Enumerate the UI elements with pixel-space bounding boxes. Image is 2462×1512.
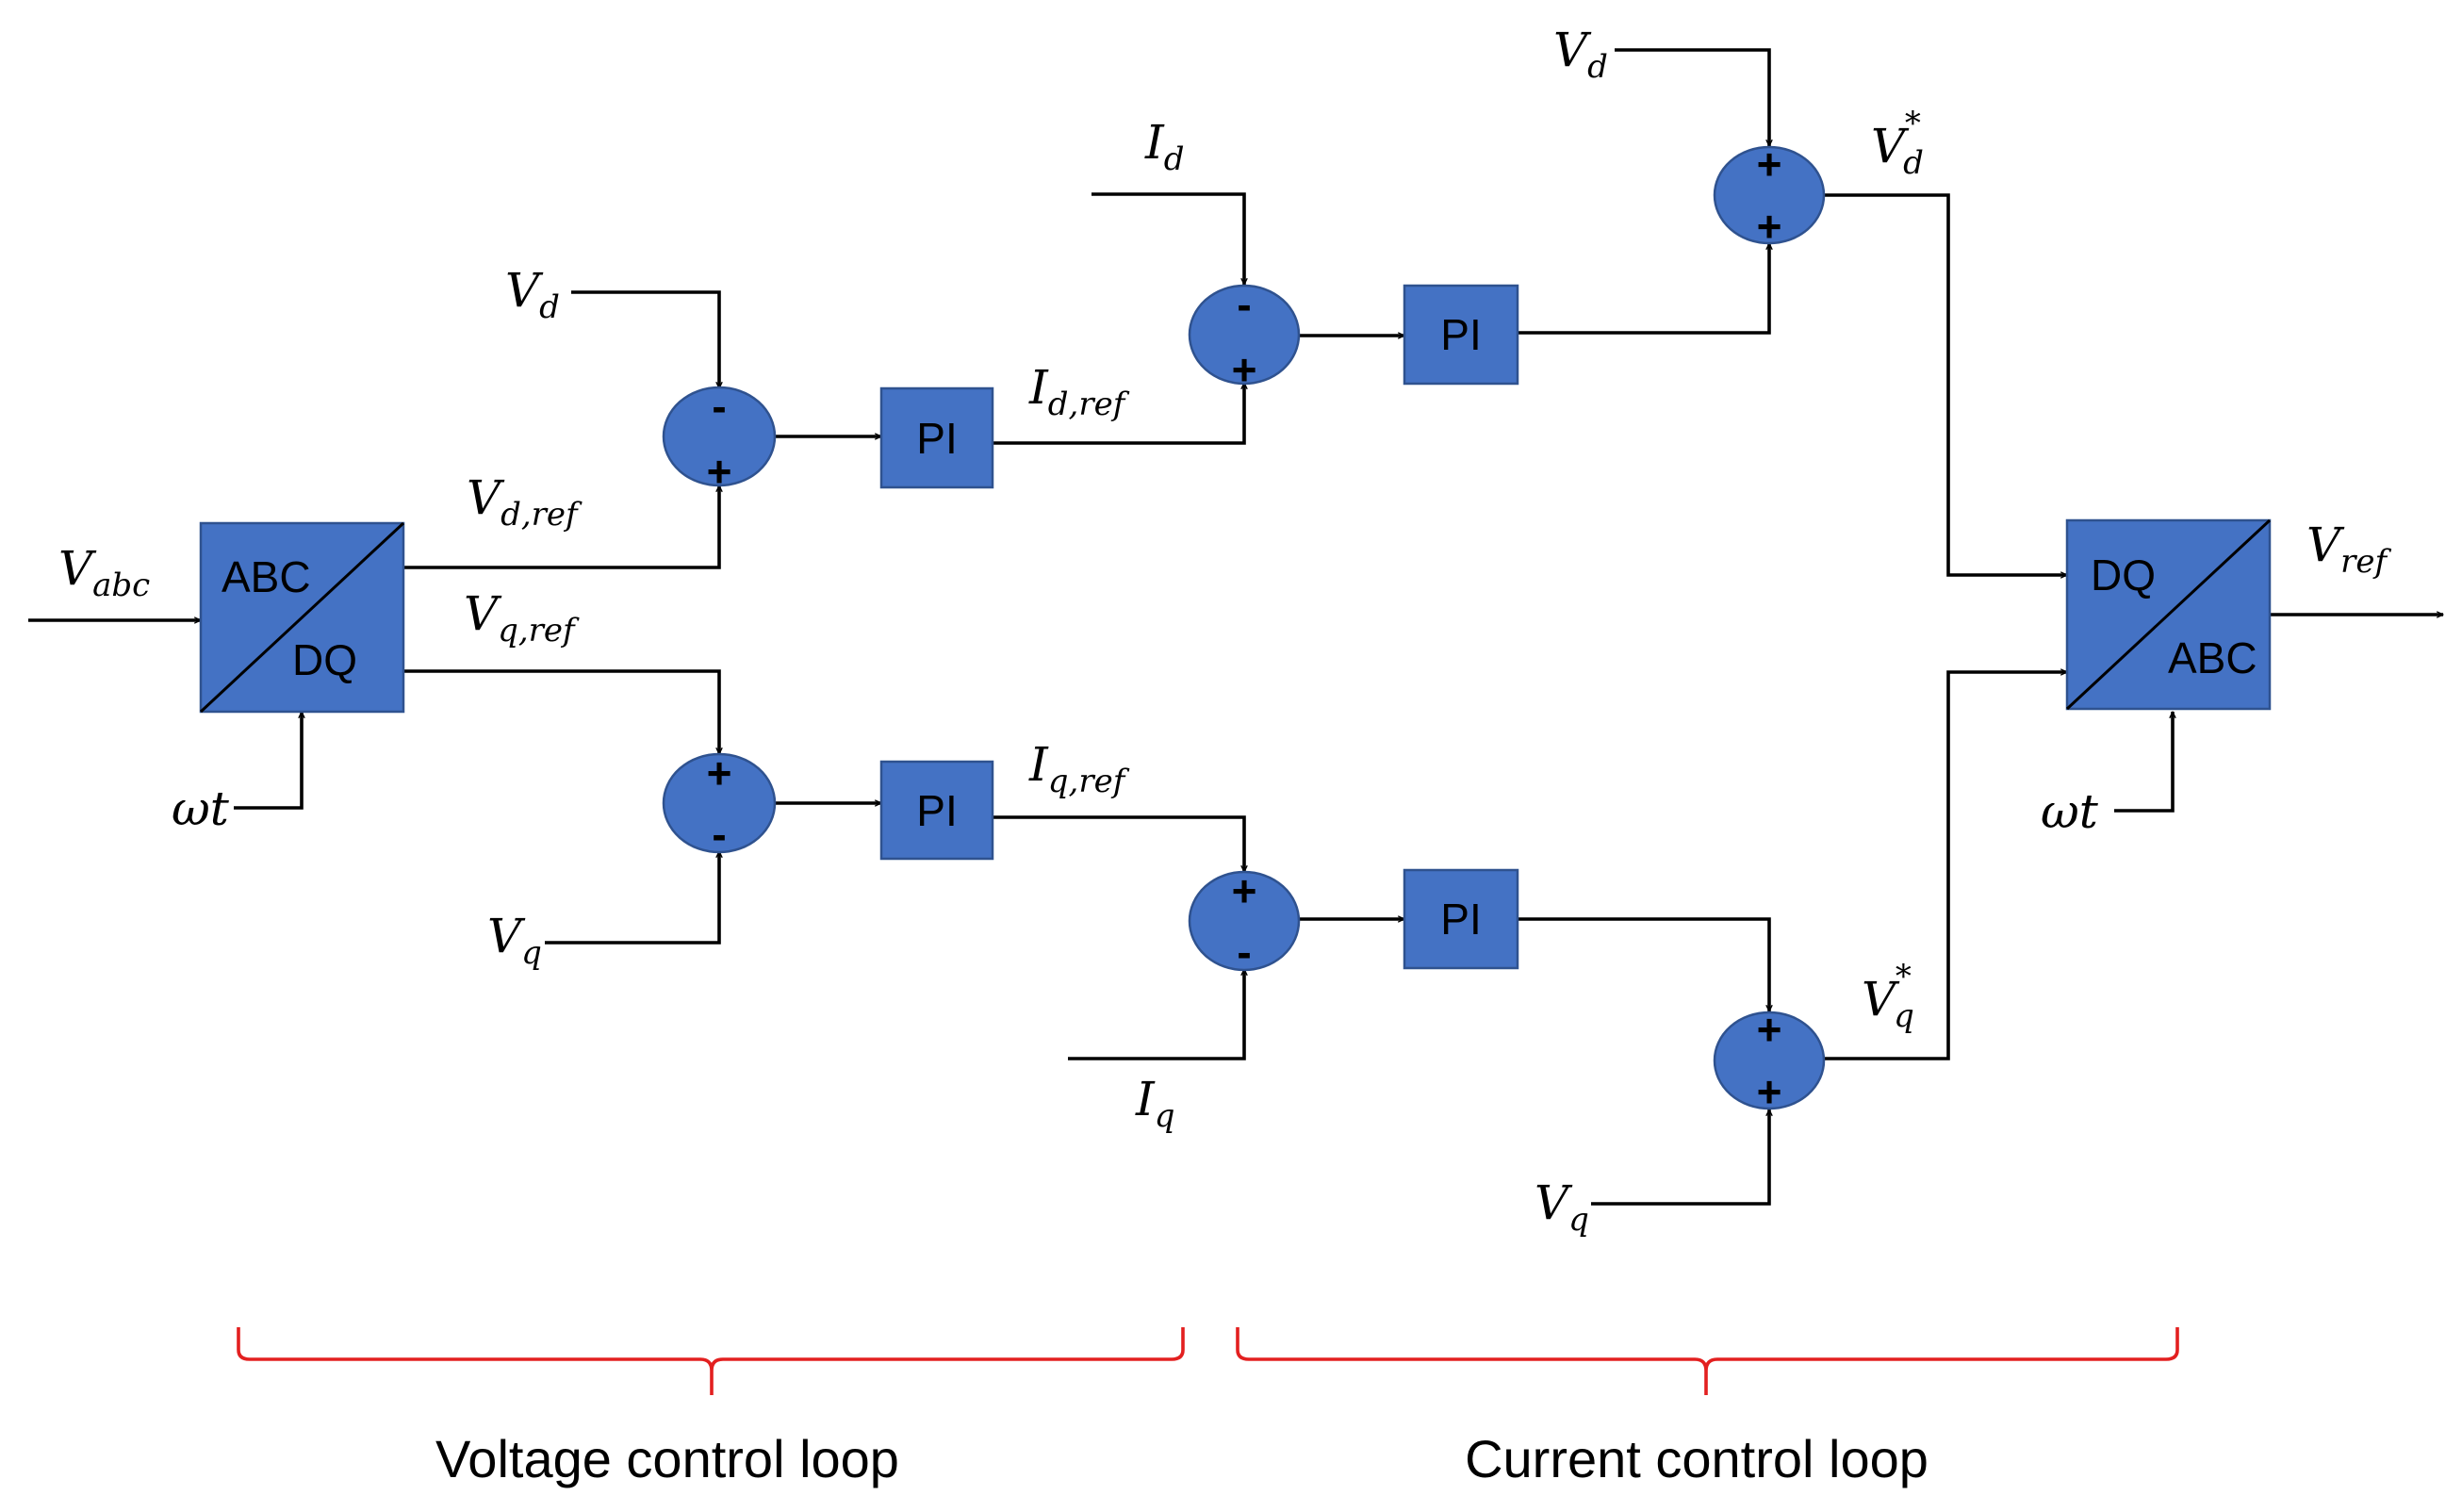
minus-sign: -: [712, 810, 726, 859]
pi-label: PI: [916, 786, 957, 835]
label-v-ref: Vref: [2306, 518, 2391, 581]
label-v-q-feedforward: Vq: [1535, 1175, 1589, 1239]
pi-block-vq: PI: [879, 760, 994, 861]
sum-junction-iq: + -: [1188, 866, 1301, 977]
pi-label: PI: [1440, 895, 1481, 944]
pi-block-vd: PI: [879, 386, 994, 489]
abc-dq-transform-block: ABC DQ: [199, 521, 405, 714]
minus-sign: -: [1237, 928, 1251, 977]
plus-sign: +: [1757, 140, 1782, 189]
wire-vd-ff: [1615, 48, 1769, 146]
sum-junction-vd-star: + +: [1713, 140, 1826, 251]
label-omega-t-out: ωt: [2041, 784, 2099, 839]
plus-sign: +: [1232, 345, 1257, 394]
plus-sign: +: [1757, 1067, 1782, 1116]
sum-junction-vq: + -: [662, 748, 777, 859]
sum-junction-id: - +: [1188, 280, 1301, 394]
plus-sign: +: [1757, 1005, 1782, 1054]
minus-sign: -: [1237, 280, 1251, 329]
label-i-q-ref: Iq,ref: [1028, 737, 1130, 800]
wire-omegat-out: [2114, 712, 2173, 813]
label-v-q-feedback: Vq: [487, 909, 542, 972]
current-control-loop-label: Current control loop: [1465, 1429, 1929, 1488]
pi-label: PI: [916, 414, 957, 463]
wire-omegat-in: [234, 712, 302, 810]
dq-abc-bottom-label: ABC: [2168, 633, 2257, 682]
label-omega-t-in: ωt: [172, 781, 230, 836]
wire-pi4-sum6: [1518, 917, 1769, 1011]
sum-junction-vd: - +: [662, 382, 777, 496]
label-v-q-ref: Vq,ref: [464, 586, 580, 649]
label-i-d-ref: Id,ref: [1028, 360, 1130, 423]
wire-iq: [1068, 969, 1244, 1060]
dq-abc-top-label: DQ: [2091, 551, 2156, 600]
wire-vq-ff: [1591, 1109, 1769, 1206]
minus-sign: -: [712, 382, 726, 431]
pi-label: PI: [1440, 310, 1481, 359]
label-i-q: Iq: [1135, 1072, 1175, 1135]
wires: [28, 48, 2443, 1206]
wire-idref: [993, 383, 1244, 445]
wire-vqref: [403, 669, 719, 754]
label-v-d-star: Vd*: [1871, 105, 1924, 182]
plus-sign: +: [1232, 866, 1257, 915]
wire-vd-fb: [571, 290, 719, 388]
pi-block-id: PI: [1403, 284, 1519, 386]
plus-sign: +: [1757, 202, 1782, 251]
label-i-d: Id: [1144, 115, 1185, 178]
label-v-d-feedback: Vd: [505, 263, 560, 326]
wire-vdstar: [1824, 193, 2067, 575]
voltage-loop-brace: [237, 1327, 1185, 1395]
label-v-d-ref: Vd,ref: [467, 470, 583, 534]
wire-vqstar: [1824, 672, 2067, 1060]
plus-sign: +: [707, 447, 732, 496]
plus-sign: +: [707, 748, 732, 797]
wire-pi3-sum5: [1518, 243, 1769, 335]
voltage-control-loop-label: Voltage control loop: [435, 1429, 899, 1488]
sum-junction-vq-star: + +: [1713, 1005, 1826, 1116]
pi-block-iq: PI: [1403, 868, 1519, 970]
label-v-d-feedforward: Vd: [1553, 23, 1608, 86]
label-v-abc: Vabc: [58, 541, 150, 604]
abc-dq-bottom-label: DQ: [292, 635, 357, 684]
wire-iqref: [993, 815, 1244, 872]
current-loop-brace: [1236, 1327, 2179, 1395]
signal-labels: Vabc ωt Vd,ref Vq,ref Vd Vq Id,ref Iq,re…: [58, 23, 2391, 1239]
wire-vdref: [403, 485, 719, 569]
abc-dq-top-label: ABC: [222, 552, 311, 601]
wire-vq-fb: [545, 851, 719, 945]
wire-id: [1091, 192, 1244, 285]
dq-abc-transform-block: DQ ABC: [2065, 518, 2272, 711]
label-v-q-star: Vq*: [1862, 958, 1914, 1035]
